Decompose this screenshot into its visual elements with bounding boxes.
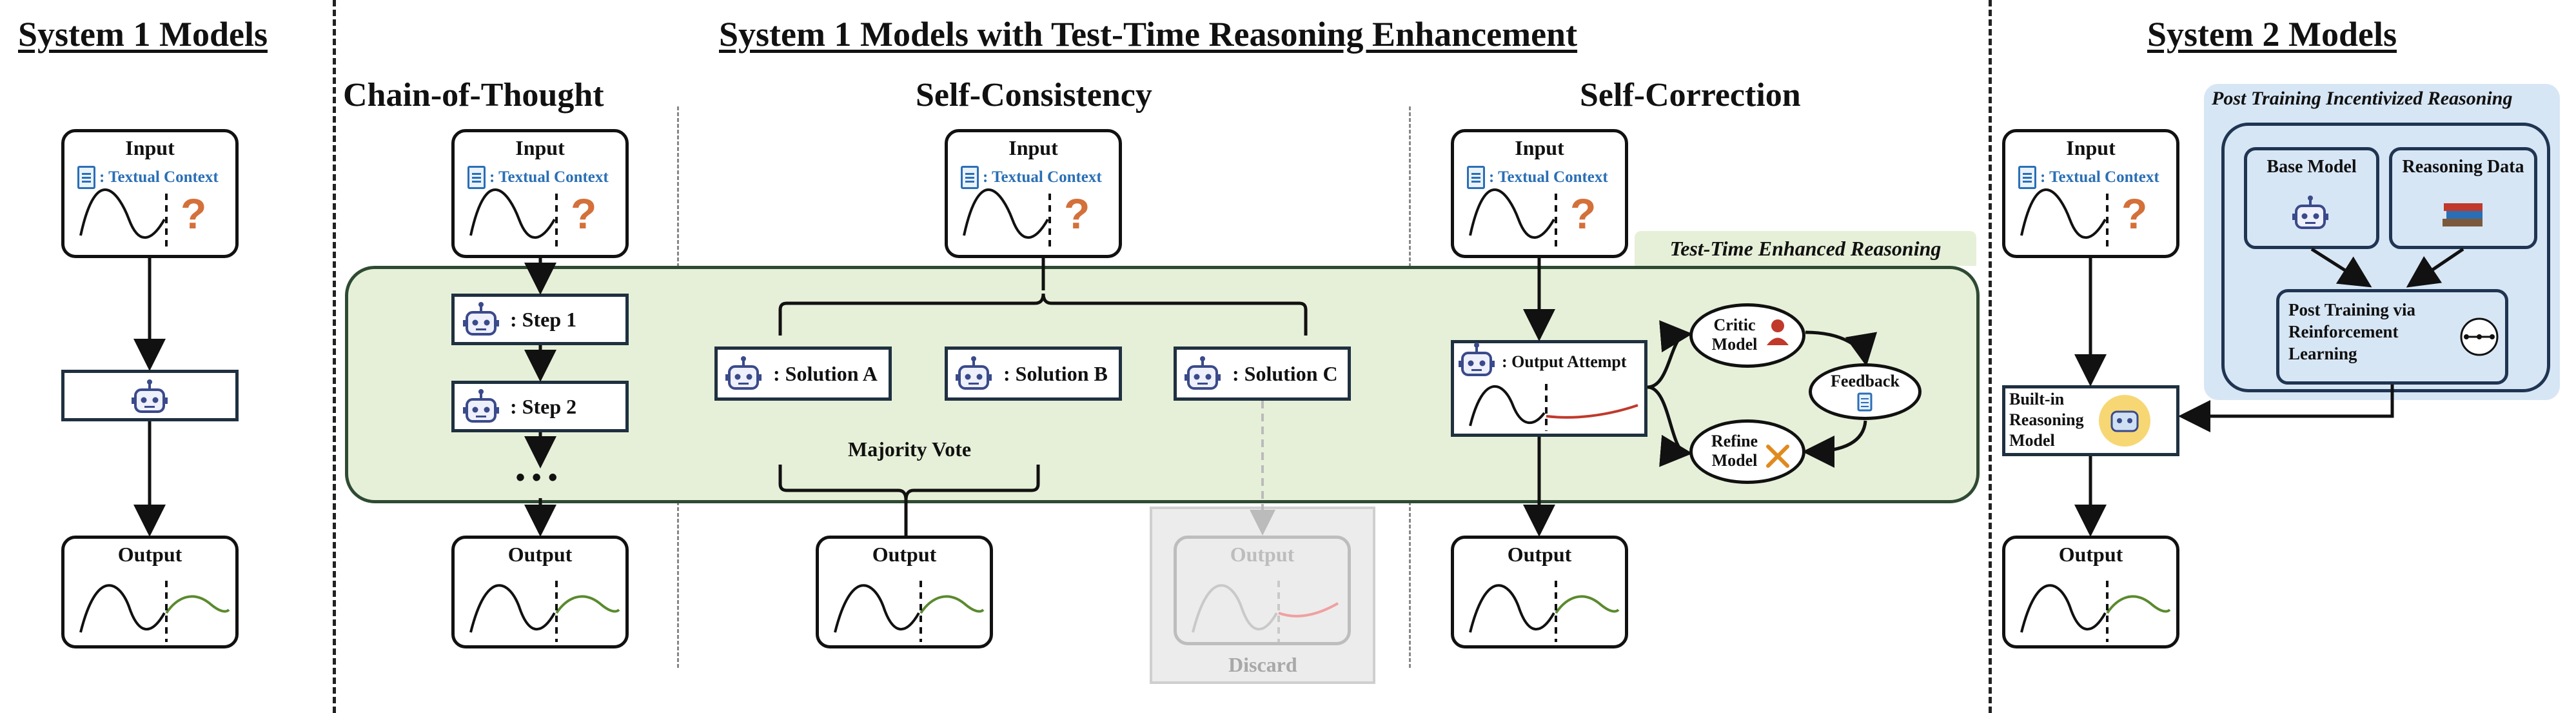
output-card-cot: Output [451,536,629,648]
document-icon [1467,166,1485,189]
solution-a-box: : Solution A [714,346,892,401]
post-training-rl-line1: Post Training via [2288,300,2416,319]
method-title-scorr: Self-Correction [1580,77,1801,114]
post-training-rl-card: Post Training via Reinforcement Learning [2276,289,2508,385]
textual-context-label: : Textual Context [489,168,609,186]
document-icon [467,166,486,189]
solution-c-label: : Solution C [1232,362,1338,385]
textual-context-label: : Textual Context [99,168,219,186]
reasoning-data-label: Reasoning Data [2402,157,2524,177]
textual-context: : Textual Context [467,166,609,189]
critic-line1: Critic [1713,316,1756,334]
post-training-panel-title: Post Training Incentivized Reasoning [2212,88,2513,109]
output-title: Output [1507,543,1572,566]
builtin-reasoning-model-box: Built-in Reasoning Model [2002,385,2179,456]
output-card-sc: Output [816,536,993,648]
output-title: Output [2058,543,2123,566]
output-attempt-label: : Output Attempt [1502,352,1627,371]
divider-left [333,0,336,713]
critic-line2: Model [1711,335,1758,354]
cot-ellipsis: • • • [516,463,558,492]
textual-context: : Textual Context [961,166,1102,189]
test-time-enhanced-tag: Test-Time Enhanced Reasoning [1635,231,1976,266]
section-title-system2: System 2 Models [2147,15,2397,54]
input-card-system1: Input : Textual Context ? [61,129,239,258]
critic-model-node: Critic Model [1689,303,1805,368]
discard-label: Discard [1228,653,1297,676]
textual-context-label: : Textual Context [1489,168,1608,186]
output-card-system1: Output [61,536,239,648]
output-card-discarded: Output [1174,536,1351,645]
input-title: Input [125,136,175,159]
divider-right [1989,0,1992,713]
output-card-scorr: Output [1451,536,1628,648]
solution-b-label: : Solution B [1003,362,1108,385]
step1-label: : Step 1 [510,308,577,331]
cot-step2-box: : Step 2 [451,381,629,432]
cot-step1-box: : Step 1 [451,294,629,345]
refine-line1: Refine [1711,432,1758,450]
output-attempt-box: : Output Attempt [1451,340,1647,437]
solution-c-box: : Solution C [1174,346,1351,401]
textual-context: : Textual Context [2018,166,2159,189]
input-card-sc: Input : Textual Context ? [945,129,1122,258]
question-mark-icon: ? [2121,190,2148,237]
majority-vote-label: Majority Vote [848,437,972,461]
builtin-line2: Reasoning [2009,410,2084,429]
question-mark-icon: ? [181,190,207,237]
step2-label: : Step 2 [510,395,577,418]
feedback-node: Feedback [1809,363,1922,420]
question-mark-icon: ? [1064,190,1090,237]
input-title: Input [515,136,565,159]
input-card-system2: Input : Textual Context ? [2002,129,2179,258]
input-title: Input [2066,136,2116,159]
feedback-label: Feedback [1831,372,1900,390]
input-card-cot: Input : Textual Context ? [451,129,629,258]
document-icon [77,166,95,189]
solution-b-box: : Solution B [945,346,1122,401]
system1-model-box [61,370,239,421]
builtin-line1: Built-in [2009,390,2065,408]
input-title: Input [1008,136,1058,159]
base-model-label: Base Model [2266,157,2357,177]
input-card-scorr: Input : Textual Context ? [1451,129,1628,258]
output-title: Output [872,543,937,566]
output-title: Output [507,543,573,566]
textual-context: : Textual Context [1467,166,1608,189]
post-training-rl-line2: Reinforcement [2288,322,2399,341]
refine-model-node: Refine Model [1689,419,1805,484]
input-title: Input [1515,136,1564,159]
textual-context-label: : Textual Context [2040,168,2159,186]
document-icon [961,166,979,189]
output-title: Output [117,543,182,566]
question-mark-icon: ? [1570,190,1597,237]
section-title-enhanced: System 1 Models with Test-Time Reasoning… [719,15,1578,54]
reasoning-data-card: Reasoning Data [2389,147,2537,249]
question-mark-icon: ? [571,190,597,237]
document-icon [2018,166,2036,189]
method-title-sc: Self-Consistency [916,77,1152,114]
solution-a-label: : Solution A [773,362,878,385]
method-title-cot: Chain-of-Thought [343,77,604,114]
output-curves [79,584,2171,633]
output-card-system2: Output [2002,536,2179,648]
textual-context: : Textual Context [77,166,219,189]
output-title-discarded: Output [1230,543,1295,566]
base-model-card: Base Model [2244,147,2379,249]
section-title-system1: System 1 Models [18,15,268,54]
builtin-line3: Model [2009,431,2055,450]
textual-context-label: : Textual Context [983,168,1102,186]
refine-line2: Model [1711,451,1758,470]
post-training-rl-line3: Learning [2288,344,2357,363]
